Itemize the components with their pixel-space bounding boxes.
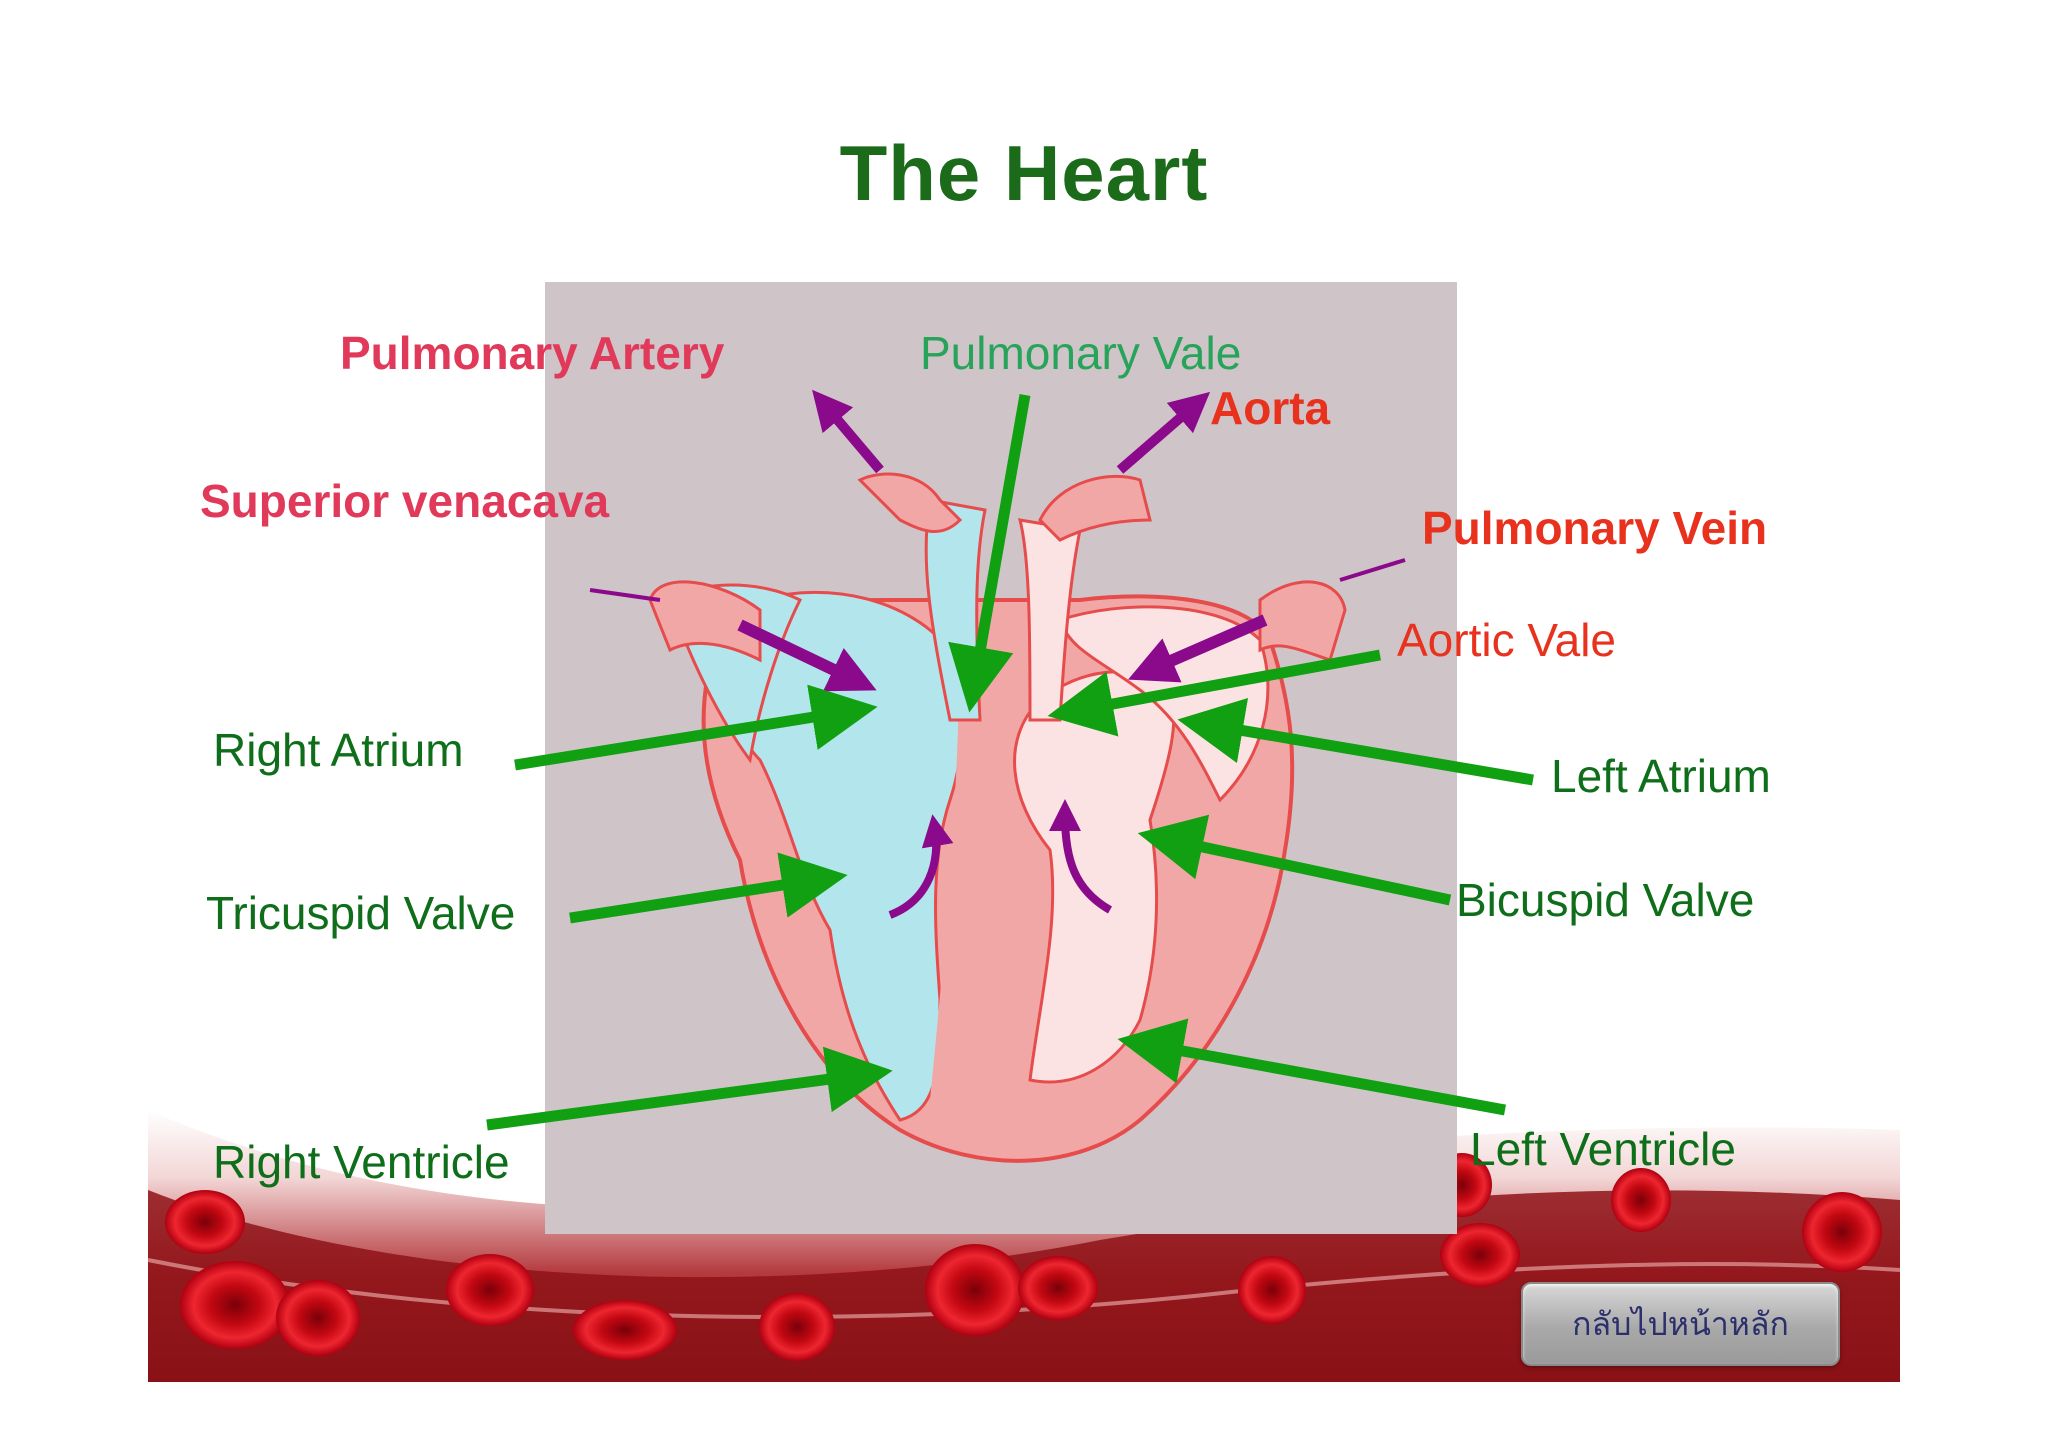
pointer-bicuspid-valve xyxy=(1137,814,1452,906)
pointer-left-atrium xyxy=(1177,698,1534,786)
pointer-left-ventricle xyxy=(1117,1018,1506,1116)
flow-arrow-aorta xyxy=(1116,391,1211,474)
label-superior-venacava: Superior venacava xyxy=(200,475,610,527)
label-right-ventricle: Right Ventricle xyxy=(213,1136,510,1188)
label-pulmonary-vein: Pulmonary Vein xyxy=(1422,502,1768,554)
pointer-aortic-vale xyxy=(1047,649,1381,737)
pointer-arrows xyxy=(486,394,1534,1131)
flow-arrow-pulmonary-artery xyxy=(812,389,884,474)
pointer-right-atrium xyxy=(514,684,878,771)
pointer-tricuspid-valve xyxy=(569,852,848,924)
page-title: The Heart xyxy=(839,129,1209,217)
label-pulmonary-artery: Pulmonary Artery xyxy=(340,327,725,379)
label-pulmonary-vale: Pulmonary Vale xyxy=(920,327,1242,379)
label-right-atrium: Right Atrium xyxy=(213,724,464,776)
back-to-home-button[interactable]: กลับไปหน้าหลัก xyxy=(1521,1282,1840,1366)
flow-arrow-left-ventricle xyxy=(1049,799,1113,914)
blood-flow-arrows xyxy=(737,389,1268,919)
label-left-atrium: Left Atrium xyxy=(1551,750,1771,802)
pointer-right-ventricle xyxy=(486,1046,893,1131)
flow-arrow-vena-cava xyxy=(737,619,877,692)
label-left-ventricle: Left Ventricle xyxy=(1470,1123,1736,1175)
pointer-pulmonary-vale xyxy=(948,394,1031,713)
label-bicuspid-valve: Bicuspid Valve xyxy=(1456,874,1755,926)
flow-arrow-pulmonary-vein xyxy=(1127,614,1268,683)
label-tricuspid-valve: Tricuspid Valve xyxy=(206,887,516,939)
label-aortic-vale: Aortic Vale xyxy=(1397,614,1617,666)
flow-arrow-right-ventricle xyxy=(888,814,954,919)
label-aorta: Aorta xyxy=(1210,382,1331,434)
